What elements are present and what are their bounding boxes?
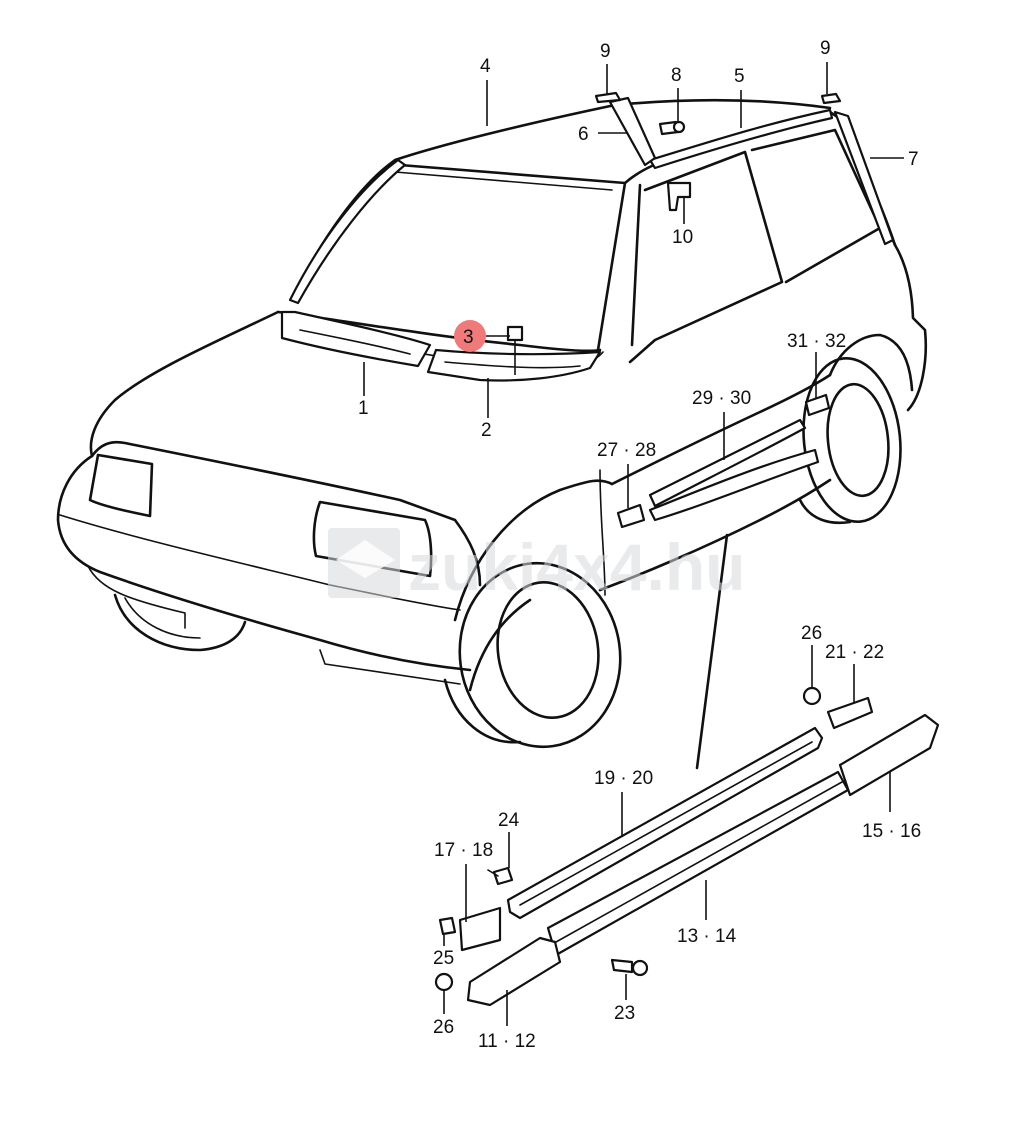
part-cowl-right (426, 348, 602, 382)
label-6: 6 (578, 124, 589, 145)
part-clip-8 (658, 120, 686, 136)
part-pillar-molding-front (608, 96, 657, 167)
label-7: 7 (908, 149, 919, 170)
label-27-28: 27 · 28 (597, 440, 656, 461)
part-rocker-upper-strip (506, 726, 824, 920)
part-cap-right (820, 92, 842, 105)
label-21-22: 21 · 22 (825, 642, 884, 663)
part-rocker-front-cap (466, 936, 562, 1007)
part-rear-emblem (804, 393, 831, 417)
watermark: zuki4x4.hu (328, 528, 745, 604)
label-1: 1 (358, 398, 369, 419)
label-31-32: 31 · 32 (787, 331, 846, 352)
part-fastener-23 (610, 958, 649, 977)
label-25: 25 (433, 948, 454, 969)
label-3: 3 (463, 327, 474, 348)
part-grommet-26-lower (434, 972, 454, 992)
label-5: 5 (734, 66, 745, 87)
part-door-molding (648, 418, 807, 508)
part-grommet-26-upper (802, 686, 822, 706)
part-clip-3 (506, 325, 524, 342)
label-2: 2 (481, 420, 492, 441)
part-door-molding-lower (648, 448, 820, 522)
part-cap-left (594, 91, 622, 104)
label-24: 24 (498, 810, 520, 831)
part-windshield-molding (288, 158, 407, 305)
label-8: 8 (671, 65, 682, 86)
label-15-16: 15 · 16 (862, 821, 921, 842)
watermark-text: zuki4x4.hu (408, 530, 745, 604)
callouts: 1 2 3 4 5 6 7 8 9 9 10 27 · 28 (358, 38, 921, 1052)
label-9-right: 9 (820, 38, 831, 59)
part-cowl-left (280, 310, 432, 368)
label-29-30: 29 · 30 (692, 388, 751, 409)
label-4: 4 (480, 56, 491, 77)
part-nut-25 (438, 916, 457, 936)
part-rear-clip-plate (826, 696, 874, 730)
label-19-20: 19 · 20 (594, 768, 653, 789)
label-13-14: 13 · 14 (677, 926, 737, 947)
label-23: 23 (614, 1003, 635, 1024)
part-bracket-10 (666, 181, 692, 212)
highlight-marker (454, 320, 486, 352)
part-fender-emblem (616, 503, 646, 529)
label-17-18: 17 · 18 (434, 840, 493, 861)
part-clip-plate (458, 906, 502, 952)
label-9-left: 9 (600, 41, 611, 62)
label-26-upper: 26 (801, 623, 822, 644)
label-10: 10 (672, 227, 693, 248)
part-screw-24 (487, 866, 514, 886)
label-26-lower: 26 (433, 1017, 454, 1038)
part-rocker-rear-cap (838, 713, 940, 797)
part-pillar-molding-rear (833, 110, 895, 246)
part-roof-drip-molding (648, 108, 834, 170)
label-11-12: 11 · 12 (478, 1031, 536, 1052)
